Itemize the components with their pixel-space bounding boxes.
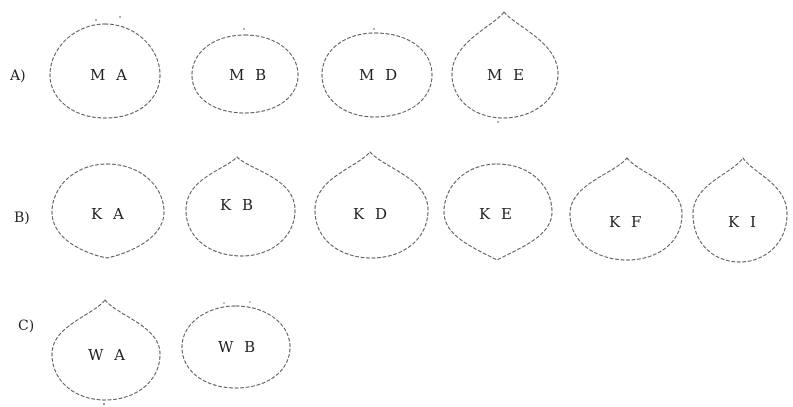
leaf-label-kb: K B — [220, 196, 256, 214]
row-label-b: B) — [14, 210, 30, 226]
leaf-outline-kd — [314, 151, 429, 259]
leaf-label-me: M E — [487, 66, 527, 84]
leaf-label-ma: M A — [90, 66, 130, 84]
leaf-label-kf: K F — [609, 213, 644, 231]
leaf-outline-kb — [185, 156, 296, 257]
leaf-label-ki: K I — [728, 213, 759, 231]
leaf-label-mb: M B — [229, 66, 269, 84]
leaf-outline-ke — [443, 163, 553, 261]
scan-marks — [95, 16, 499, 405]
leaf-outline-kf — [569, 157, 683, 261]
leaf-label-wa: W A — [88, 346, 128, 364]
leaf-outline-ma — [49, 23, 161, 119]
leaf-label-wb: W B — [218, 338, 258, 356]
leaf-outline-wb — [181, 305, 291, 389]
leaf-label-ka: K A — [91, 205, 127, 223]
leaf-outline-mb — [191, 34, 299, 114]
leaf-label-md: M D — [359, 66, 400, 84]
leaf-outline-ka — [51, 163, 165, 259]
leaf-outline-wa — [51, 299, 161, 401]
leaf-outline-ki — [692, 157, 788, 263]
row-label-a: A) — [9, 68, 26, 84]
leaf-label-ke: K E — [479, 205, 515, 223]
leaf-label-kd: K D — [353, 205, 390, 223]
row-label-c: C) — [18, 318, 34, 334]
leaf-outline-md — [321, 32, 433, 118]
leaf-outline-me — [451, 11, 559, 119]
